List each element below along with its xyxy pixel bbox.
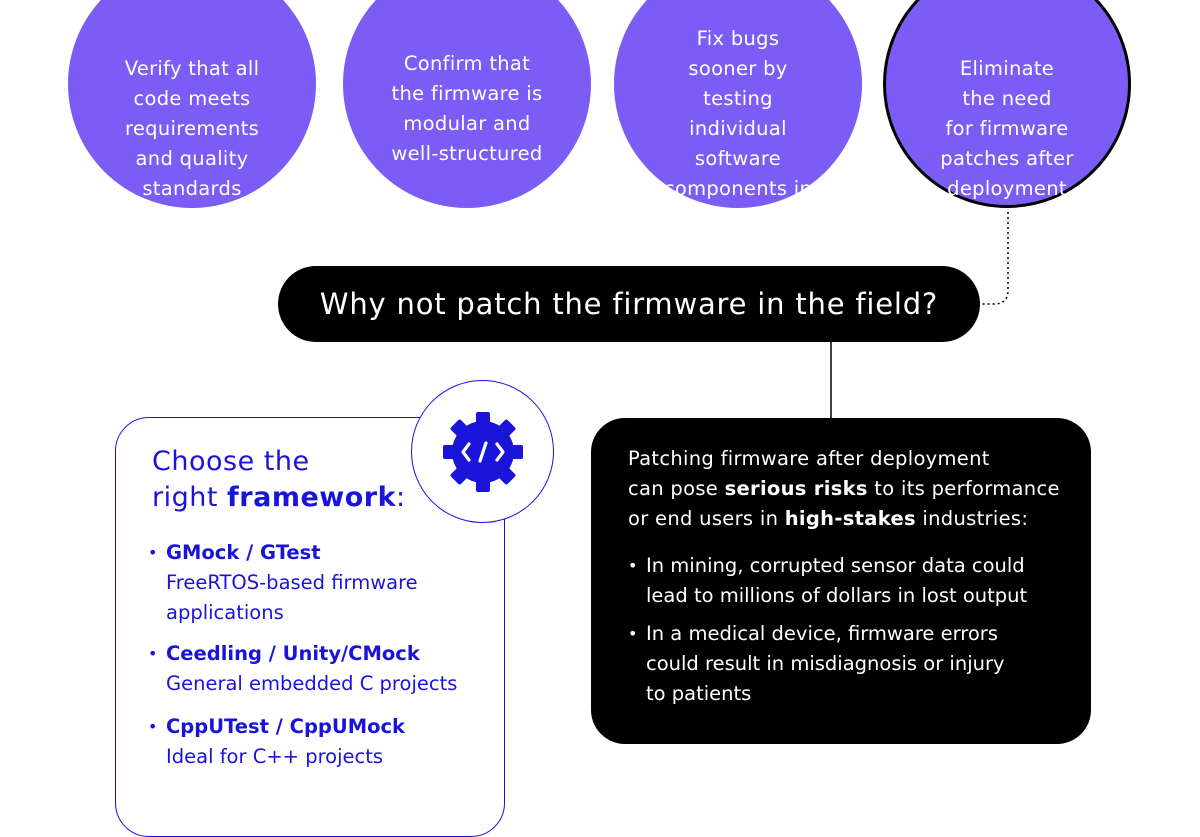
framework-title-prefix: right — [152, 482, 228, 513]
benefit-text: Confirm that the firmware is modular and… — [391, 52, 543, 165]
code-gear-icon — [442, 411, 523, 492]
framework-name: GMock / GTest — [166, 541, 321, 564]
framework-title-line1: Choose the — [152, 446, 310, 477]
framework-title: Choose the right framework: — [152, 444, 406, 516]
risk-intro: Patching firmware after deployment can p… — [628, 444, 1068, 534]
framework-title-line2: right framework: — [152, 480, 406, 516]
benefit-circle-fix-bugs: Fix bugs sooner by testing individual so… — [614, 0, 862, 230]
risk-card: Patching firmware after deployment can p… — [591, 418, 1091, 744]
risk-intro-3c: industries: — [915, 507, 1029, 530]
benefit-circle-eliminate-patches: Eliminate the need for firmware patches … — [883, 0, 1131, 208]
framework-name: Ceedling / Unity/CMock — [166, 642, 420, 665]
risk-intro-2b: serious risks — [724, 477, 868, 500]
framework-title-bold: framework — [227, 482, 397, 513]
framework-list: GMock / GTest FreeRTOS-based firmware ap… — [148, 538, 457, 772]
risk-intro-line1: Patching firmware after deployment — [628, 447, 990, 470]
framework-desc: General embedded C projects — [166, 672, 458, 695]
benefit-text: Fix bugs sooner by testing individual so… — [663, 27, 813, 230]
framework-desc: FreeRTOS-based firmware applications — [166, 571, 418, 624]
framework-title-suffix: : — [396, 482, 406, 513]
framework-name: CppUTest / CppUMock — [166, 715, 406, 738]
risk-intro-line2: can pose serious risks to its performanc… — [628, 474, 1068, 504]
framework-desc: Ideal for C++ projects — [166, 745, 384, 768]
risk-intro-3b: high-stakes — [784, 507, 916, 530]
risk-intro-3a: or end users in — [628, 507, 785, 530]
dotted-connector — [982, 212, 1009, 305]
benefit-text: Eliminate the need for firmware patches … — [940, 57, 1074, 200]
risk-intro-line3: or end users in high-stakes industries: — [628, 504, 1068, 534]
risk-item: In mining, corrupted sensor data could l… — [628, 551, 1068, 611]
gear-badge — [411, 380, 554, 523]
benefit-circle-verify: Verify that all code meets requirements … — [68, 0, 316, 208]
risk-intro-2a: can pose — [628, 477, 725, 500]
question-banner: Why not patch the firmware in the field? — [278, 266, 980, 342]
risk-intro-2c: to its performance — [867, 477, 1060, 500]
risk-list: In mining, corrupted sensor data could l… — [628, 551, 1068, 709]
framework-item: Ceedling / Unity/CMock General embedded … — [148, 639, 457, 699]
benefit-text: Verify that all code meets requirements … — [124, 57, 260, 200]
framework-item: CppUTest / CppUMock Ideal for C++ projec… — [148, 712, 457, 772]
framework-item: GMock / GTest FreeRTOS-based firmware ap… — [148, 538, 457, 628]
risk-item: In a medical device, firmware errors cou… — [628, 619, 1068, 709]
benefit-circle-modular: Confirm that the firmware is modular and… — [343, 0, 591, 208]
